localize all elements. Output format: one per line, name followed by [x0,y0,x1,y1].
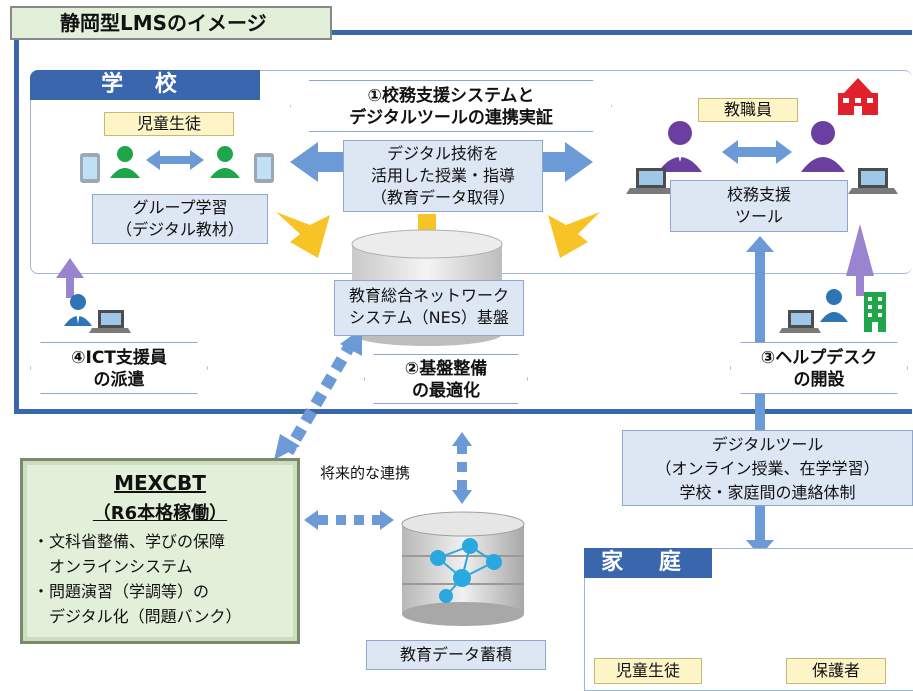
mexcbt-line-2: オンラインシステム [33,557,193,576]
digital-lesson-line-3: （教育データ取得） [370,188,515,207]
tablet-icon-left-2 [254,153,274,183]
guardian-tag: 保護者 [786,658,886,684]
ict-helper-icon [64,294,92,326]
staff-tag: 教職員 [698,98,798,122]
mexcbt-title: MEXCBT [114,471,206,495]
item4-line-1: ④ICT支援員 [71,348,167,368]
laptop-icon-staff-1 [626,168,676,194]
item4-label: ④ICT支援員 の派遣 [30,342,208,394]
data-store-label: 教育データ蓄積 [366,640,546,670]
yellow-arrow-right [548,212,600,258]
nes-box: 教育総合ネットワーク システム（NES）基盤 [334,280,524,336]
student-icon-1 [110,146,140,178]
mexcbt-line-4: デジタル化（問題バンク） [33,607,242,626]
group-study-line-1: グループ学習 [132,198,228,217]
staff-icon-1 [658,121,702,172]
mexcbt-line-1: ・文科省整備、学びの保障 [33,532,226,551]
item3-label: ③ヘルプデスク の開設 [730,342,908,394]
group-study-box: グループ学習 （デジタル教材） [92,194,268,244]
item1-line-2: デジタルツールの連携実証 [349,108,553,128]
group-study-line-2: （デジタル教材） [116,220,244,239]
laptop-icon-helpdesk [779,310,821,333]
admin-tool-line-2: ツール [734,207,783,226]
data-store-database-icon [401,511,525,626]
office-building-icon [864,292,886,332]
nes-mexcbt-dotted-arrow [274,328,362,460]
mexcbt-line-3: ・問題演習（学調等）の [33,582,210,601]
page-title: 静岡型LMSのイメージ [10,6,332,40]
home-students-tag: 児童生徒 [594,658,702,684]
student-exchange-arrow [146,150,204,170]
admin-tool-line-1: 校務支援 [726,185,791,204]
nes-line-2: システム（NES）基盤 [349,308,509,327]
digital-lesson-box: デジタル技術を 活用した授業・指導 （教育データ取得） [343,140,543,212]
item2-label: ②基盤整備 の最適化 [364,354,528,404]
item1-label: ①校務支援システムと デジタルツールの連携実証 [290,80,612,132]
digital-tool-line-2: （オンライン授業、在学学習） [655,459,880,478]
mexcbt-subtitle: （R6本格稼働） [92,503,228,524]
network-people-icon [430,538,502,603]
student-icon-2 [210,146,240,178]
admin-tool-box: 校務支援 ツール [670,180,848,232]
ict-support-arrow [56,258,84,298]
digital-lesson-line-2: 活用した授業・指導 [370,166,515,185]
future-link-dotted-arrow-vertical [452,432,472,504]
staff-icon-2 [801,121,845,172]
students-tag: 児童生徒 [104,112,234,136]
digital-tool-line-3: 学校・家庭間の連絡体制 [679,483,856,502]
school-label: 学 校 [30,70,260,100]
main-frame [14,30,912,414]
helpdesk-support-arrow [846,224,874,296]
tablet-icon-left-1 [80,153,100,183]
item4-line-2: の派遣 [93,370,145,390]
digital-tool-line-1: デジタルツール [711,435,824,454]
tool-to-home-arrow [746,236,774,556]
laptop-icon-staff-2 [848,168,898,194]
helpdesk-operator-icon [820,289,848,322]
home-label: 家 庭 [584,548,712,578]
staff-exchange-arrow [722,140,792,164]
digital-lesson-line-1: デジタル技術を [387,144,499,163]
item2-line-1: ②基盤整備 [404,359,488,379]
digital-tool-box: デジタルツール （オンライン授業、在学学習） 学校・家庭間の連絡体制 [622,430,913,506]
item3-line-1: ③ヘルプデスク [760,348,878,368]
yellow-arrow-left [276,212,330,258]
laptop-icon-ict [89,310,131,333]
item2-line-2: の最適化 [412,381,480,401]
future-link-dotted-arrow-horizontal [304,510,394,530]
item3-line-2: の開設 [793,370,845,390]
nes-line-1: 教育総合ネットワーク [348,286,509,305]
future-link-label: 将来的な連携 [320,464,411,482]
school-building-icon [838,78,878,115]
item1-line-1: ①校務支援システムと [367,86,535,106]
mexcbt-box: MEXCBT （R6本格稼働） ・文科省整備、学びの保障 オンラインシステム ・… [20,458,300,644]
